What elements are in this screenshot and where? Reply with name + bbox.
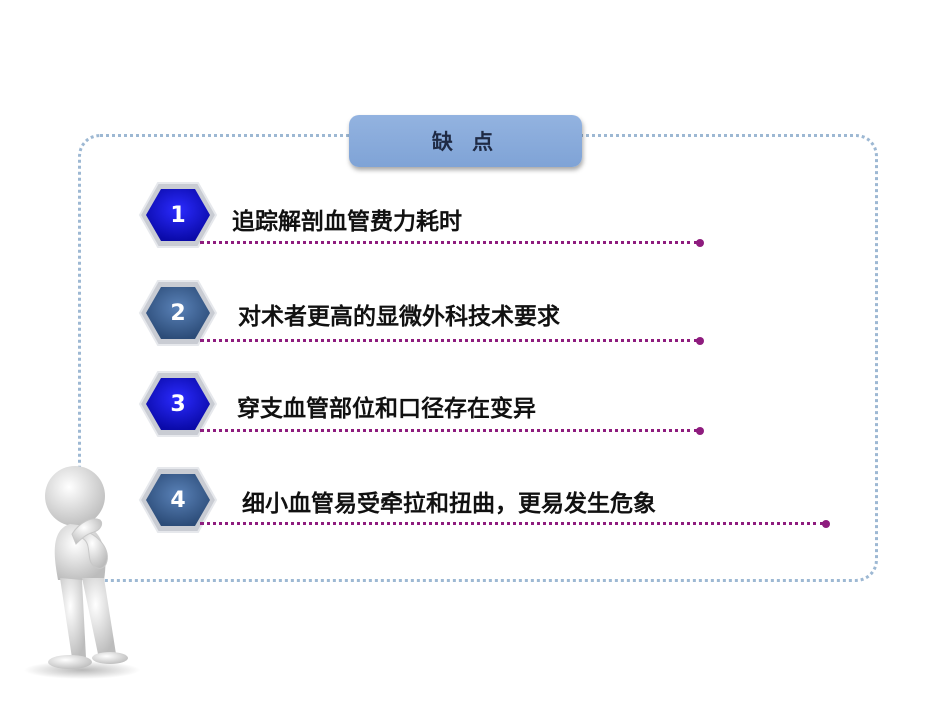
rule-end-dot: [696, 239, 704, 247]
item-text: 细小血管易受牵拉和扭曲，更易发生危象: [242, 491, 656, 517]
item-number: 3: [170, 391, 186, 417]
item-number: 1: [170, 202, 186, 228]
rule-end-dot: [696, 337, 704, 345]
dotted-rule: [200, 429, 698, 432]
section-title: 缺 点: [349, 115, 582, 167]
hexagon-badge-4: [138, 467, 218, 533]
item-text: 穿支血管部位和口径存在变异: [237, 396, 536, 422]
hexagon-badge-3: [138, 371, 218, 437]
item-number: 2: [170, 300, 186, 326]
rule-end-dot: [822, 520, 830, 528]
dotted-rule: [200, 241, 698, 244]
item-text: 追踪解剖血管费力耗时: [232, 209, 462, 235]
rule-end-dot: [696, 427, 704, 435]
hexagon-badge-1: [138, 182, 218, 248]
dotted-rule: [200, 522, 824, 525]
thinking-figure-illustration: [24, 466, 140, 679]
item-number: 4: [170, 487, 186, 513]
hexagon-badge-2: [138, 280, 218, 346]
dotted-rule: [200, 339, 698, 342]
item-text: 对术者更高的显微外科技术要求: [238, 304, 560, 330]
